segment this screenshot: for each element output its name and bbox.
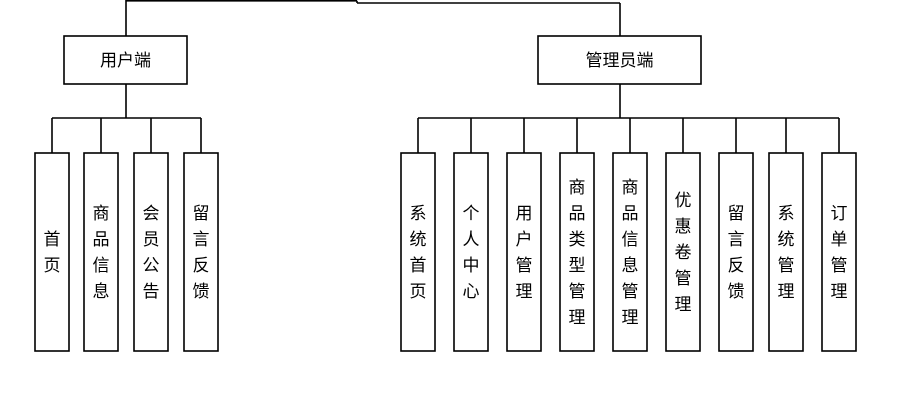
leaf-admin-2: 用户管理 bbox=[506, 152, 542, 352]
leaf-admin-3-label: 商品类型管理 bbox=[569, 178, 586, 328]
branch-admin: 管理员端 系统首页 个人中心 用户管理 商品类型管理 商品信息管理 bbox=[400, 35, 857, 352]
leaf-admin-6: 留言反馈 bbox=[718, 152, 754, 352]
leaf-admin-7-label: 系统管理 bbox=[778, 204, 795, 302]
leaf-admin-3: 商品类型管理 bbox=[559, 152, 595, 352]
leaf-admin-1-label: 个人中心 bbox=[463, 204, 480, 302]
node-admin-end bbox=[537, 35, 702, 85]
leaf-admin-0: 系统首页 bbox=[400, 152, 436, 352]
leaf-user-2-label: 会员公告 bbox=[143, 204, 160, 302]
leaf-admin-1: 个人中心 bbox=[453, 152, 489, 352]
leaf-admin-4: 商品信息管理 bbox=[612, 152, 648, 352]
leaf-admin-2-label: 用户管理 bbox=[516, 204, 533, 302]
leaf-user-1-label: 商品信息 bbox=[93, 204, 110, 302]
branch-user: 用户端 首页 商品信息 会员公告 留言反馈 bbox=[34, 35, 219, 352]
leaf-user-3: 留言反馈 bbox=[183, 152, 219, 352]
leaf-admin-5-label: 优惠卷管理 bbox=[675, 191, 692, 315]
node-admin-end-label: 管理员端 bbox=[586, 51, 654, 71]
leaf-admin-6-label: 留言反馈 bbox=[728, 204, 745, 302]
node-user-end bbox=[63, 35, 188, 85]
leaf-admin-0-label: 系统首页 bbox=[410, 204, 427, 302]
leaf-admin-5: 优惠卷管理 bbox=[665, 152, 701, 352]
leaf-admin-7: 系统管理 bbox=[768, 152, 804, 352]
node-user-end-label: 用户端 bbox=[100, 51, 151, 71]
leaf-user-3-label: 留言反馈 bbox=[193, 204, 210, 302]
leaf-admin-8: 订单管理 bbox=[821, 152, 857, 352]
leaf-user-0: 首页 bbox=[34, 152, 70, 352]
leaf-user-1: 商品信息 bbox=[83, 152, 119, 352]
leaf-user-0-label: 首页 bbox=[44, 230, 61, 276]
leaf-admin-8-label: 订单管理 bbox=[831, 204, 848, 302]
leaf-user-2: 会员公告 bbox=[133, 152, 169, 352]
root-connector bbox=[125, 0, 621, 36]
leaf-admin-4-label: 商品信息管理 bbox=[622, 178, 639, 328]
